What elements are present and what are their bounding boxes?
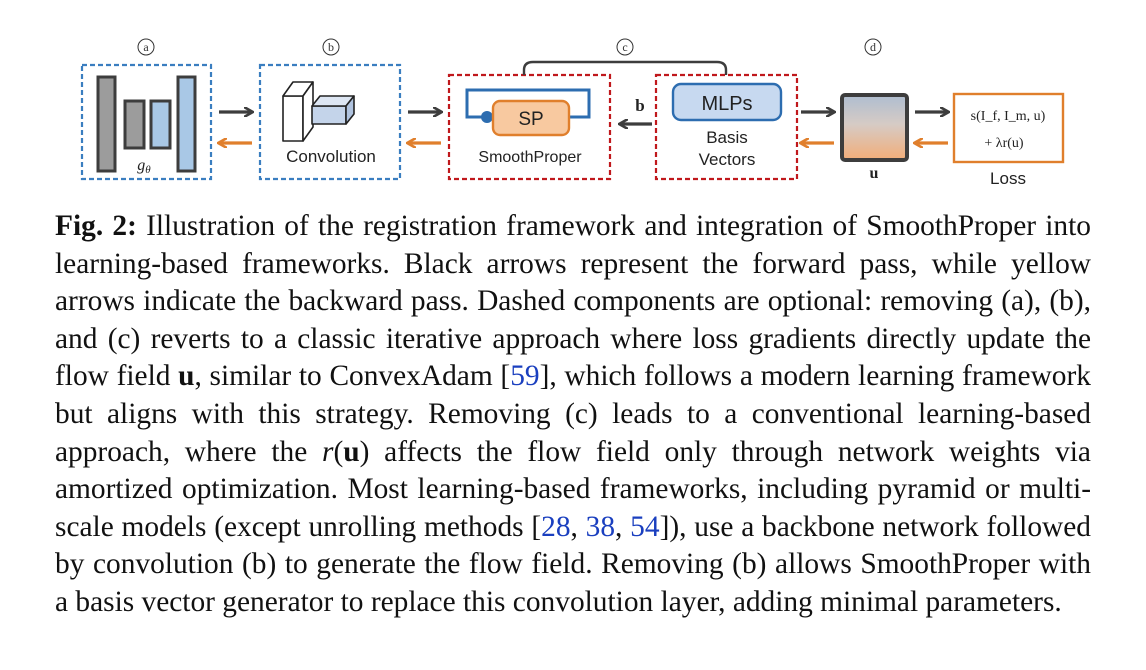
flow-field-symbol: u xyxy=(343,435,360,468)
c-connector-bracket xyxy=(522,60,728,75)
loss-label: Loss xyxy=(990,169,1026,188)
smoothproper-label: SmoothProper xyxy=(478,149,582,166)
caption-text: Illustration of the registration framewo… xyxy=(55,210,1091,393)
mlps-block xyxy=(671,82,783,122)
smoothproper-dashed-box xyxy=(447,73,612,181)
caption-text: ( xyxy=(333,435,344,468)
sp-label: SP xyxy=(518,109,543,130)
figure-label: Fig. 2: xyxy=(55,210,137,242)
marker-c-text: c xyxy=(622,40,627,54)
citation-link[interactable]: 38 xyxy=(585,510,616,543)
basis-label-line2: Vectors xyxy=(699,150,756,169)
marker-d: d xyxy=(864,38,882,56)
framework-diagram: a b c d gθ Convolution SP xyxy=(80,38,1065,188)
caption-text: ]), use a backbone network followed by c… xyxy=(55,510,1091,618)
marker-a: a xyxy=(137,38,155,56)
loss-formula-line1: s(I_f, I_m, u) xyxy=(971,109,1046,124)
convolution-label: Convolution xyxy=(286,147,376,166)
citation-link[interactable]: 54 xyxy=(630,510,660,543)
caption-text: , similar to ConvexAdam [ xyxy=(194,360,511,393)
basis-arrow-label: b xyxy=(635,96,644,115)
flow-field-label: u xyxy=(870,165,879,182)
flow-field-block xyxy=(840,93,909,162)
marker-c: c xyxy=(616,38,634,56)
marker-d-text: d xyxy=(870,40,876,54)
caption-text: , xyxy=(570,510,586,543)
caption-text: ) affects the flow field only through ne… xyxy=(55,435,1091,543)
loss-box xyxy=(952,92,1065,164)
convolution-cube-icon xyxy=(282,81,355,142)
citation-link[interactable]: 28 xyxy=(541,510,571,543)
smoothproper-node xyxy=(481,111,493,123)
marker-a-text: a xyxy=(143,40,149,54)
backbone-dashed-box xyxy=(80,63,213,181)
marker-b-text: b xyxy=(328,40,334,54)
marker-b: b xyxy=(322,38,340,56)
mlps-dashed-box xyxy=(654,73,799,181)
sp-block xyxy=(491,99,571,137)
figure-caption: Fig. 2: Illustration of the registration… xyxy=(55,208,1091,622)
convolution-dashed-box xyxy=(258,63,402,181)
backbone-network-icon xyxy=(96,75,197,173)
backbone-label: gθ xyxy=(137,157,151,176)
citation-link[interactable]: 59 xyxy=(510,360,540,393)
caption-text: , xyxy=(615,510,631,543)
flow-field-symbol: u xyxy=(178,360,195,393)
loss-formula-line2: + λr(u) xyxy=(984,136,1024,151)
caption-text: ], which follows a modern learning frame… xyxy=(55,360,1091,468)
basis-label-line1: Basis xyxy=(706,128,748,147)
mlps-label: MLPs xyxy=(701,93,752,115)
smoothproper-loop xyxy=(465,88,591,119)
regularizer-symbol: r xyxy=(322,435,334,468)
